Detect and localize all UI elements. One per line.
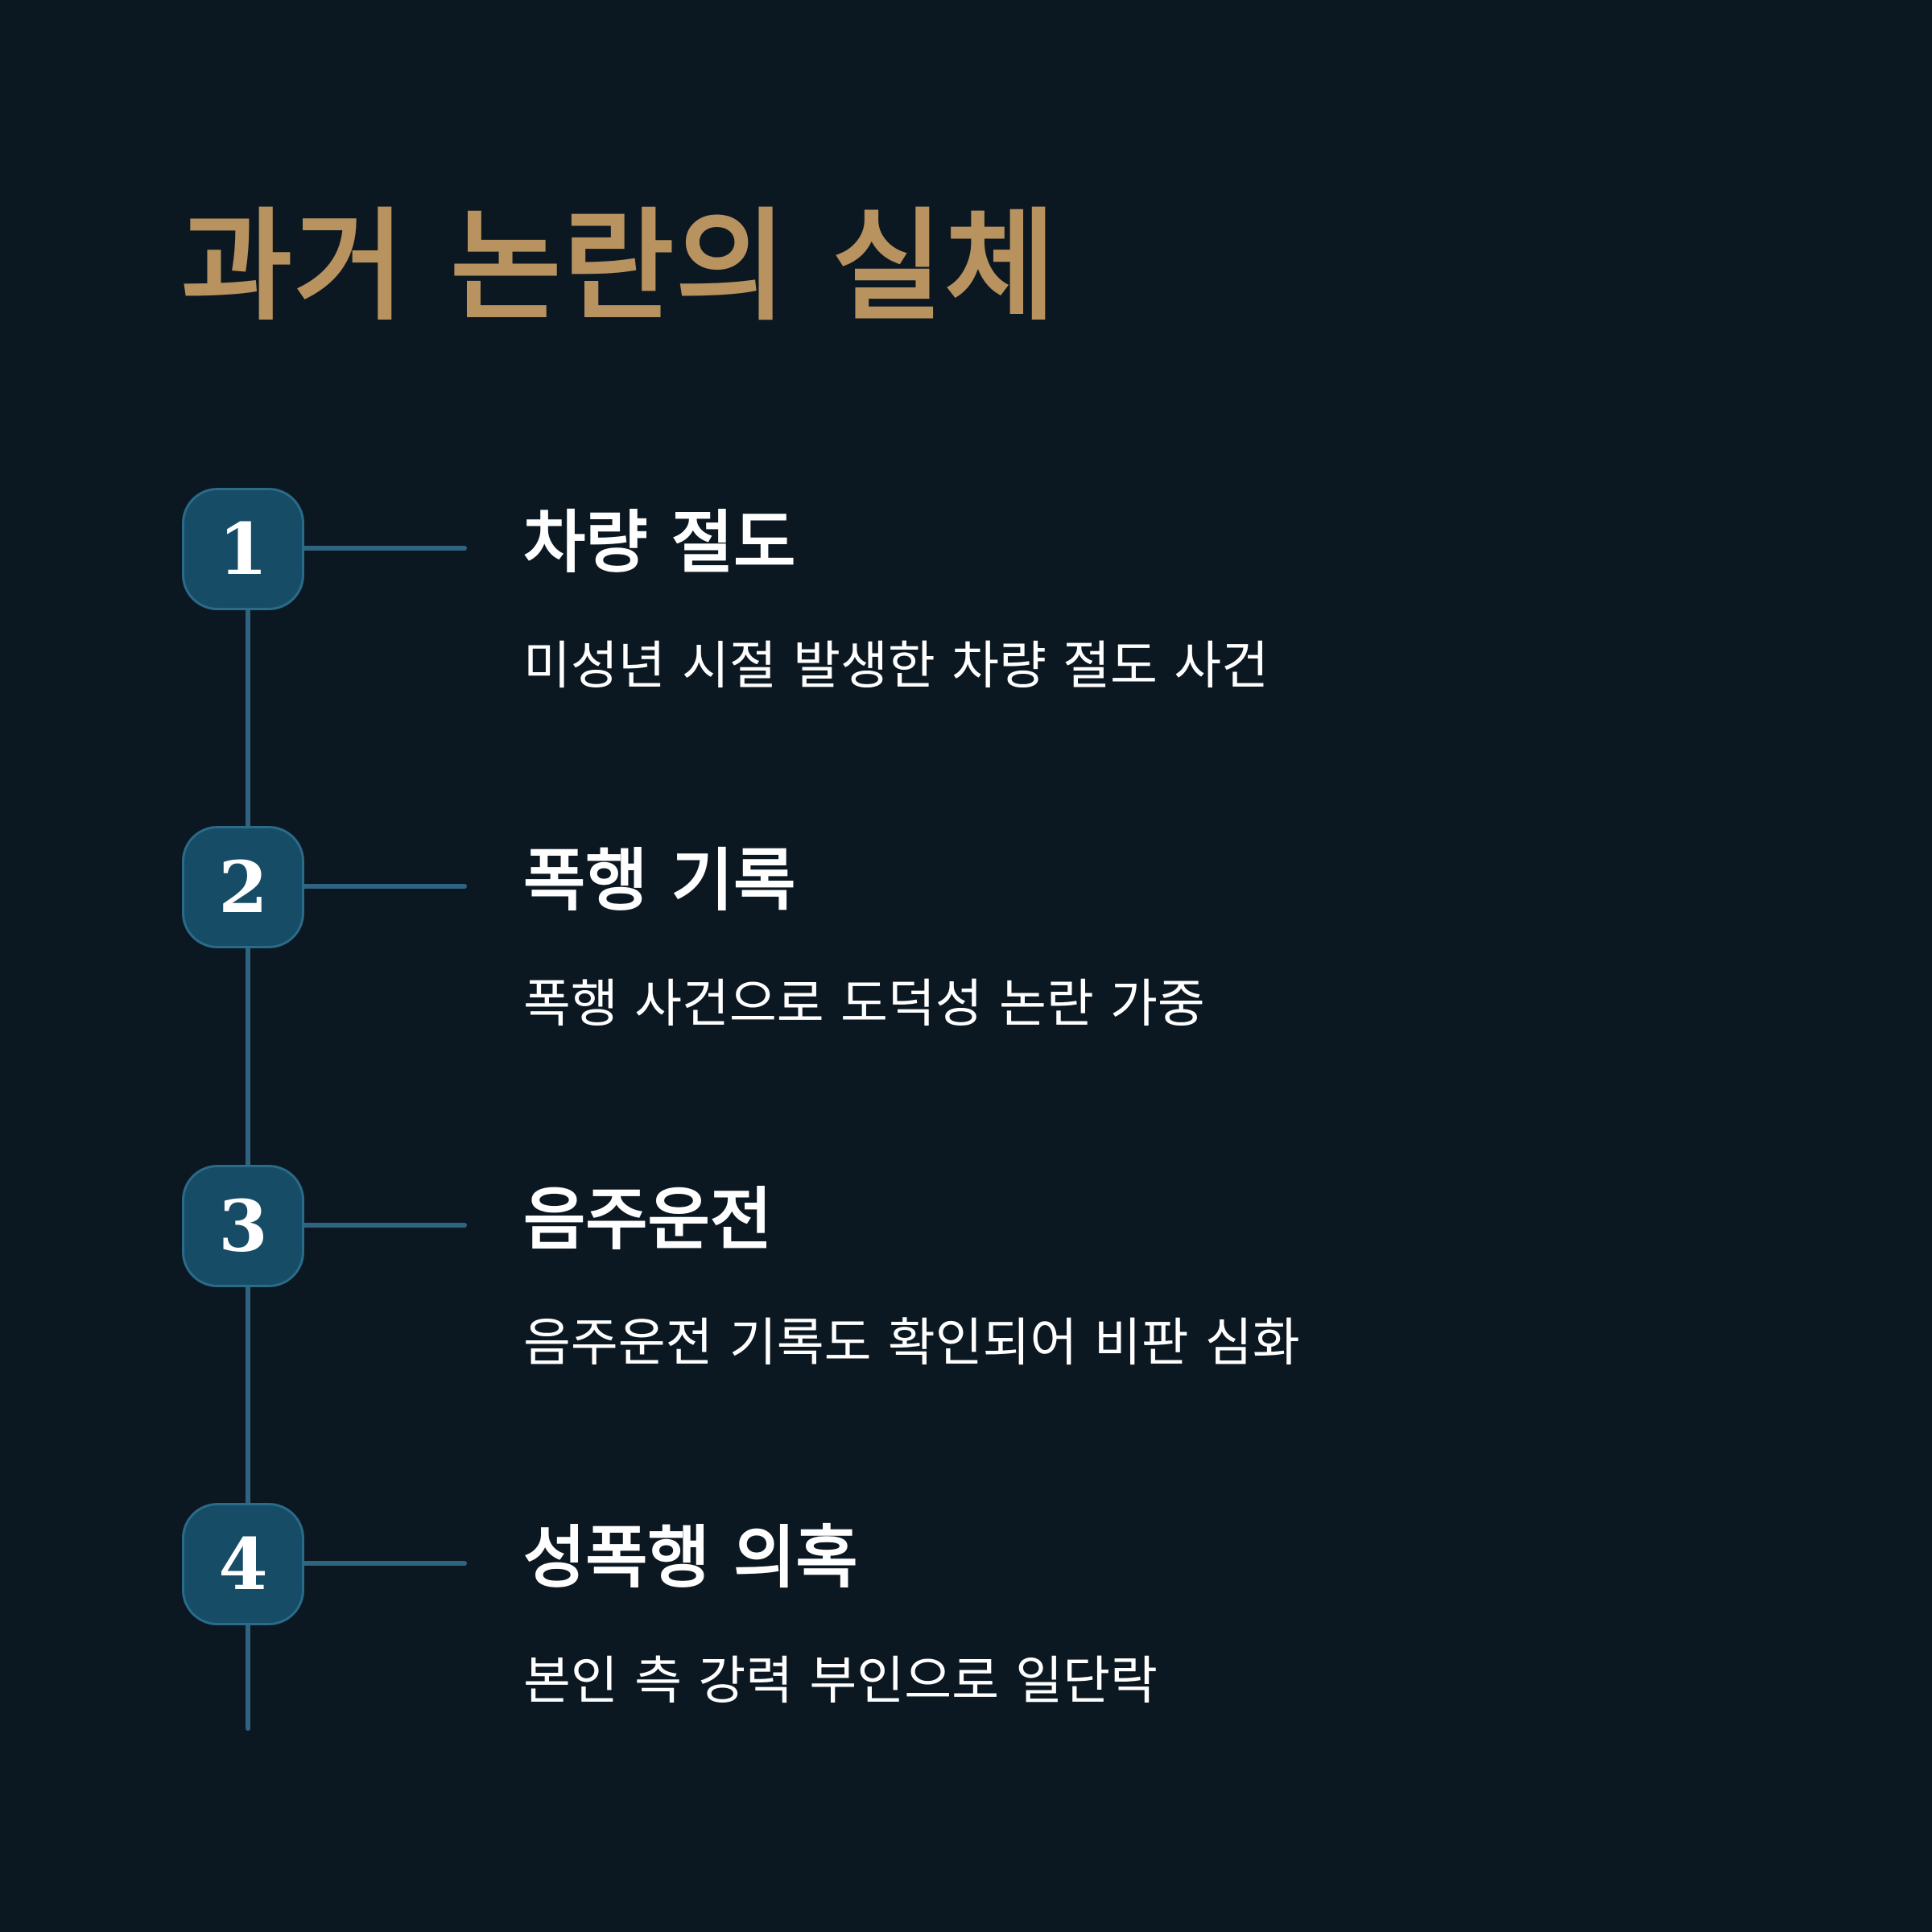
step-description: 폭행 사건으로 도덕성 논란 가중	[523, 975, 1205, 1034]
step-description: 본인 측 강력 부인으로 일단락	[523, 1652, 1158, 1711]
step-description: 미성년 시절 발생한 차량 절도 사건	[523, 637, 1269, 696]
step-title: 성폭행 의혹	[523, 1518, 858, 1597]
step-number-badge: 1	[182, 488, 304, 610]
step-number-badge: 3	[182, 1165, 304, 1287]
step-number-badge: 2	[182, 826, 304, 948]
step-description: 음주운전 기록도 확인되어 비판 심화	[523, 1314, 1300, 1373]
step-connector	[302, 884, 467, 889]
step-connector	[302, 1223, 467, 1228]
step-number-badge: 4	[182, 1503, 304, 1625]
step-title: 폭행 기록	[523, 841, 796, 920]
step-connector	[302, 546, 467, 551]
timeline-spine	[246, 596, 250, 1731]
step-title: 음주운전	[523, 1180, 773, 1259]
step-connector	[302, 1561, 467, 1566]
page-title: 과거 논란의 실체	[181, 197, 1058, 337]
step-title: 차량 절도	[523, 503, 796, 582]
